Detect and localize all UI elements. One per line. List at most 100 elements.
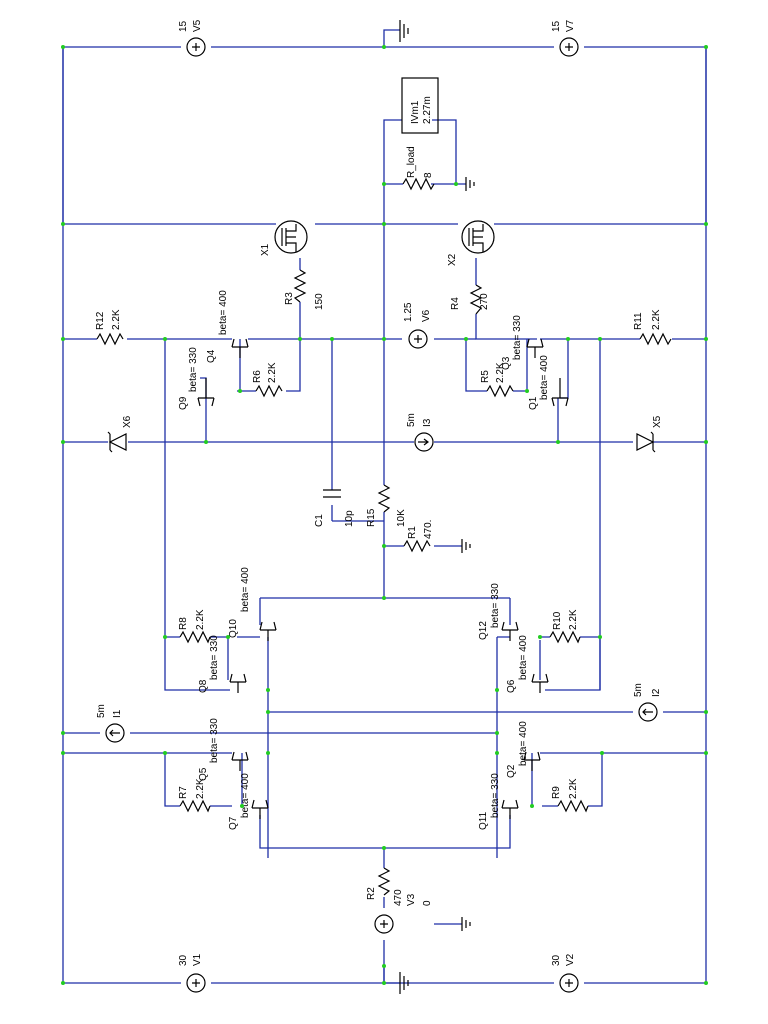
r7-label: R7 (178, 786, 189, 799)
v2-source[interactable]: 30 V2 (551, 953, 579, 993)
v5-value: 15 (178, 20, 189, 32)
r3-resistor[interactable]: R3 150 (284, 269, 325, 310)
r-load-label: R_load (406, 146, 417, 178)
c1-capacitor[interactable]: C1 10p (314, 489, 355, 527)
r11-label: R11 (633, 312, 644, 330)
r15-resistor[interactable]: R15 10K (366, 484, 407, 527)
q8-transistor[interactable]: Q8 beta= 330 (198, 635, 247, 693)
r4-resistor[interactable]: R4 270 (450, 284, 490, 315)
r9-value: 2.2K (568, 778, 579, 799)
q11-transistor[interactable]: Q11 beta= 330 (478, 773, 519, 830)
q12-label: Q12 (478, 621, 489, 640)
v3-label: V3 (406, 893, 417, 906)
r8-label: R8 (178, 617, 189, 630)
x2-mosfet[interactable]: X2 (447, 220, 495, 266)
c1-label: C1 (314, 514, 325, 527)
q5-label: Q5 (198, 767, 209, 781)
r6-value: 2.2K (267, 362, 278, 383)
r1-value: 470. (423, 520, 434, 539)
wires (62, 29, 707, 984)
q11-value: beta= 330 (490, 773, 501, 818)
r9-resistor[interactable]: R9 2.2K (551, 778, 589, 813)
q7-transistor[interactable]: Q7 beta= 400 (228, 773, 269, 830)
r3-label: R3 (284, 292, 295, 305)
q10-transistor[interactable]: Q10 beta= 400 (228, 567, 277, 641)
r8-resistor[interactable]: R8 2.2K (178, 609, 211, 644)
q1-transistor[interactable]: Q1 beta= 400 (528, 355, 569, 410)
v1-label: V1 (192, 953, 203, 966)
i3-source[interactable]: 5m I3 (406, 413, 434, 452)
ivm1-label: IVm1 (410, 100, 421, 124)
i2-value: 5m (633, 683, 644, 697)
v2-value: 30 (551, 954, 562, 966)
q2-transistor[interactable]: Q2 beta= 400 (506, 721, 541, 778)
x1-mosfet[interactable]: X1 (260, 220, 308, 256)
ivm1-meter[interactable]: IVm1 2.27m (401, 77, 439, 134)
r5-value: 2.2K (495, 362, 506, 383)
q5-value: beta= 330 (209, 718, 220, 763)
r12-value: 2.2K (111, 309, 122, 330)
r12-label: R12 (95, 311, 106, 330)
v2-label: V2 (565, 953, 576, 966)
q9-value: beta= 330 (188, 347, 199, 392)
r1-resistor[interactable]: R1 470. (403, 520, 434, 553)
i3-label: I3 (422, 418, 433, 427)
q12-transistor[interactable]: Q12 beta= 330 (478, 583, 519, 641)
q5-transistor[interactable]: Q5 beta= 330 (198, 718, 249, 781)
q7-value: beta= 400 (240, 773, 251, 818)
q7-label: Q7 (228, 816, 239, 830)
r-load-resistor[interactable]: R_load 8 (402, 146, 435, 191)
r10-value: 2.2K (568, 609, 579, 630)
q10-value: beta= 400 (240, 567, 251, 612)
v6-value: 1.25 (403, 302, 414, 322)
r6-resistor[interactable]: R6 2.2K (252, 362, 283, 398)
ground-icon (461, 539, 471, 553)
r7-value: 2.2K (195, 778, 206, 799)
r4-value: 270 (479, 293, 490, 310)
v1-source[interactable]: 30 V1 (178, 953, 206, 993)
q2-label: Q2 (506, 764, 517, 778)
q4-label: Q4 (206, 349, 217, 363)
v5-source[interactable]: 15 V5 (178, 19, 206, 57)
r7-resistor[interactable]: R7 2.2K (178, 778, 211, 813)
r11-resistor[interactable]: R11 2.2K (633, 309, 672, 346)
ground-icon (399, 972, 409, 994)
q3-label: Q3 (501, 356, 512, 370)
q3-transistor[interactable]: Q3 beta= 330 (501, 315, 544, 370)
ground-icon (465, 177, 475, 191)
ivm1-value: 2.27m (422, 96, 433, 124)
q6-transistor[interactable]: Q6 beta= 400 (506, 635, 549, 693)
r2-label: R2 (366, 887, 377, 900)
x6-zener[interactable]: X6 (107, 415, 133, 453)
c1-value: 10p (344, 510, 355, 527)
r2-resistor[interactable]: R2 (366, 867, 391, 900)
r9-label: R9 (551, 786, 562, 799)
q9-transistor[interactable]: Q9 beta= 330 (178, 347, 215, 410)
v3-source[interactable]: 470 V3 0 (374, 889, 433, 934)
r5-resistor[interactable]: R5 2.2K (480, 362, 514, 398)
i1-source[interactable]: 5m I1 (96, 704, 125, 743)
q11-label: Q11 (478, 811, 489, 830)
v6-source[interactable]: 1.25 V6 (403, 302, 432, 349)
ground-icon (399, 20, 409, 42)
r10-resistor[interactable]: R10 2.2K (549, 609, 581, 644)
r1-label: R1 (407, 526, 418, 539)
x6-label: X6 (122, 415, 133, 428)
i2-label: I2 (651, 688, 662, 697)
r11-value: 2.2K (651, 309, 662, 330)
x5-zener[interactable]: X5 (636, 415, 663, 453)
r12-resistor[interactable]: R12 2.2K (95, 309, 124, 346)
q12-value: beta= 330 (490, 583, 501, 628)
q4-transistor[interactable]: Q4 beta= 400 (206, 290, 249, 363)
junction-dots (61, 45, 708, 985)
q6-value: beta= 400 (518, 635, 529, 680)
x1-label: X1 (260, 243, 271, 256)
q3-value: beta= 330 (512, 315, 523, 360)
v7-source[interactable]: 15 V7 (551, 19, 579, 57)
v1-value: 30 (178, 954, 189, 966)
q6-label: Q6 (506, 679, 517, 693)
i2-source[interactable]: 5m I2 (633, 683, 662, 722)
q1-value: beta= 400 (539, 355, 550, 400)
v3-value: 0 (422, 900, 433, 906)
